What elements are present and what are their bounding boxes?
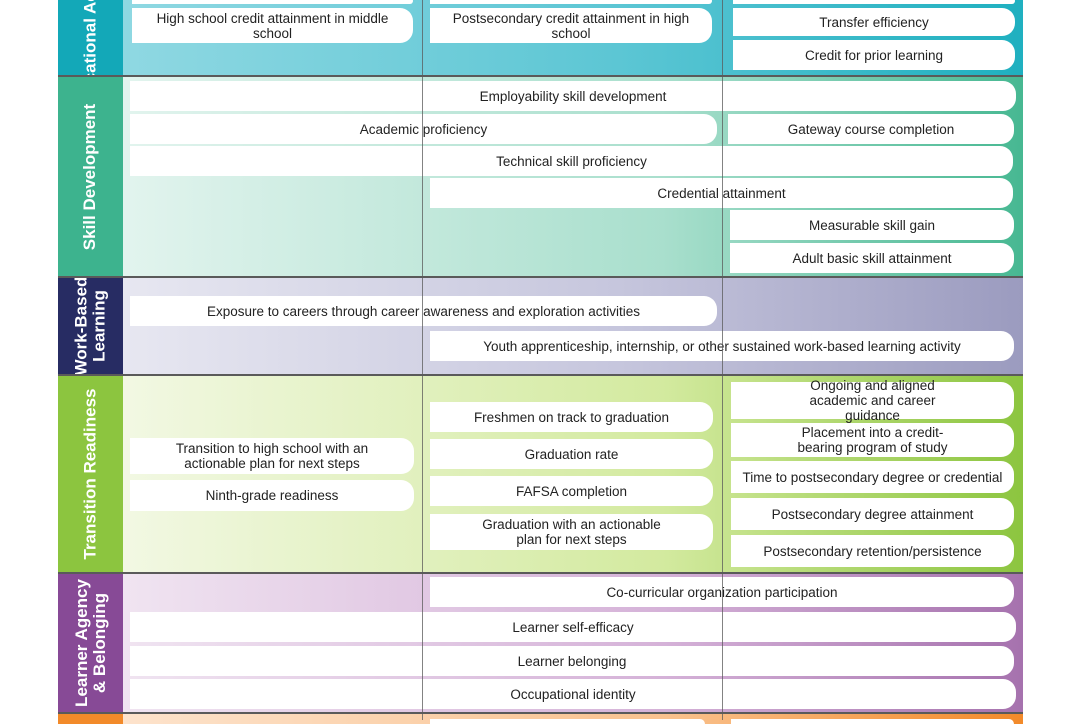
band-divider [58, 75, 1023, 77]
band-label-educational: Educational Accumulation [58, 0, 123, 75]
band-body-agency: Co-curricular organization participation… [123, 574, 1023, 712]
band-body-transition: Transition to high school with an action… [123, 376, 1023, 572]
band-divider [58, 572, 1023, 574]
item-technical: Technical skill proficiency [130, 146, 1013, 176]
band-divider [58, 374, 1023, 376]
item-ninth-grade: Ninth-grade readiness [130, 480, 414, 511]
band-bottom-cropped [58, 714, 1023, 724]
band-body-skill: Employability skill development Academic… [123, 77, 1023, 276]
column-divider [722, 0, 723, 720]
band-transition-readiness: Transition Readiness Transition to high … [58, 376, 1023, 572]
item-hs-credit: High school credit attainment in middle … [132, 8, 413, 43]
band-label-wbl-line1: Work-Based [71, 278, 91, 374]
item-grad-rate: Graduation rate [430, 439, 713, 469]
item-grad-plan: Graduation with an actionable plan for n… [430, 514, 713, 550]
band-label-agency: Learner Agency & Belonging [58, 574, 123, 712]
item-belonging: Learner belonging [130, 646, 1014, 676]
pill-bar [430, 0, 712, 4]
band-educational-accumulation: Educational Accumulation High school cre… [58, 0, 1023, 75]
pill-bar [132, 0, 413, 4]
item-credential: Credential attainment [430, 178, 1013, 208]
band-label-wbl: Work-Based Learning [58, 278, 123, 374]
band-label-transition-text: Transition Readiness [80, 388, 100, 560]
item-gateway: Gateway course completion [728, 114, 1014, 144]
band-label-transition: Transition Readiness [58, 376, 123, 572]
band-work-based-learning: Work-Based Learning Exposure to careers … [58, 278, 1023, 374]
column-divider [422, 0, 423, 720]
item-academic: Academic proficiency [130, 114, 717, 144]
band-body-wbl: Exposure to careers through career aware… [123, 278, 1023, 374]
item-retention: Postsecondary retention/persistence [731, 535, 1014, 567]
item-measurable: Measurable skill gain [730, 210, 1014, 240]
item-prior-learning: Credit for prior learning [733, 40, 1015, 70]
band-label-agency-line2: & Belonging [89, 592, 109, 694]
item-exposure: Exposure to careers through career aware… [130, 296, 717, 326]
band-label-bottom [58, 714, 123, 724]
item-guidance: Ongoing and aligned academic and career … [731, 378, 1014, 423]
item-degree: Postsecondary degree attainment [731, 498, 1014, 530]
item-transition-hs: Transition to high school with an action… [130, 438, 414, 474]
pill-bar [733, 0, 1015, 4]
item-transfer: Transfer efficiency [733, 8, 1015, 36]
band-label-skill: Skill Development [58, 77, 123, 276]
item-placement: Placement into a credit-bearing program … [731, 423, 1014, 457]
band-divider [58, 276, 1023, 278]
item-self-efficacy: Learner self-efficacy [130, 612, 1016, 642]
item-employability: Employability skill development [130, 81, 1016, 111]
item-time-degree: Time to postsecondary degree or credenti… [731, 461, 1014, 493]
item-freshmen: Freshmen on track to graduation [430, 402, 713, 432]
item-occupational: Occupational identity [130, 679, 1016, 709]
band-label-educational-text: Educational Accumulation [81, 0, 100, 75]
band-skill-development: Skill Development Employability skill de… [58, 77, 1023, 276]
band-label-skill-text: Skill Development [80, 103, 100, 250]
band-divider [58, 712, 1023, 714]
item-adult-basic: Adult basic skill attainment [730, 243, 1014, 273]
band-label-agency-line1: Learner Agency [71, 579, 91, 707]
band-label-wbl-line2: Learning [89, 290, 109, 362]
item-fafsa: FAFSA completion [430, 476, 713, 506]
band-learner-agency: Learner Agency & Belonging Co-curricular… [58, 574, 1023, 712]
band-body-educational: High school credit attainment in middle … [123, 0, 1023, 75]
band-label-agency-text: Learner Agency & Belonging [71, 579, 109, 707]
band-label-wbl-text: Work-Based Learning [71, 278, 109, 374]
item-ps-credit: Postsecondary credit attainment in high … [430, 8, 712, 43]
band-body-bottom [123, 714, 1023, 724]
